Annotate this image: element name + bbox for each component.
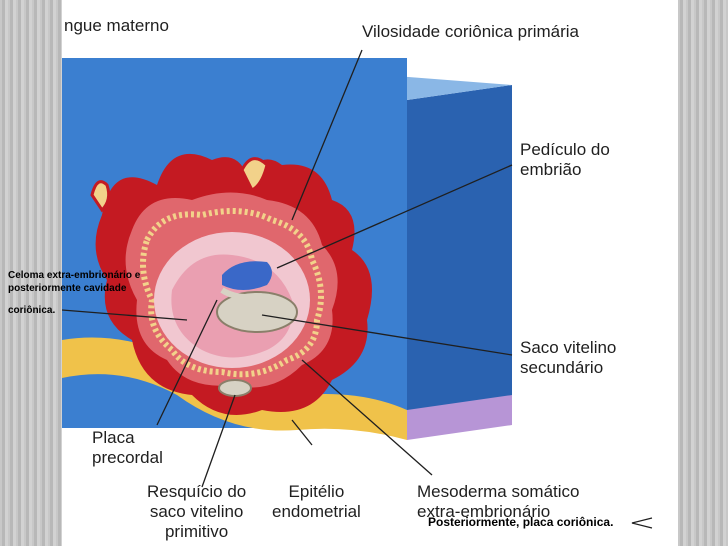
annotation-coelom-line-3: coriônica. xyxy=(8,305,56,316)
label-body-stalk: Pedículo do embrião xyxy=(520,140,610,179)
label-endometrial-epithelium: Epitélio endometrial xyxy=(272,482,361,521)
label-primitive-yolk-remnant: Resquício do saco vitelino primitivo xyxy=(147,482,247,541)
primitive-yolk-remnant xyxy=(218,379,252,397)
embryonic-disc xyxy=(222,261,272,290)
epithelium-side xyxy=(407,395,512,440)
annotation-chorionic-plate: Posteriormente, placa coriônica. xyxy=(428,515,614,529)
villus-top xyxy=(240,157,269,193)
label-maternal-blood: ngue materno xyxy=(64,16,169,35)
trophoblast-cell-layer xyxy=(140,208,324,378)
left-border-decoration xyxy=(0,0,62,546)
right-border-decoration xyxy=(678,0,728,546)
villus-left xyxy=(90,180,111,213)
endometrium-side-face xyxy=(407,85,512,430)
embryo-implantation-diagram: ngue materno Vilosidade coriônica primár… xyxy=(61,0,678,546)
annotation-coelom-line-1: Celoma extra-embrionário e xyxy=(8,270,141,281)
amnion xyxy=(220,287,263,301)
label-prechordal-plate: Placa precordal xyxy=(92,428,163,467)
secondary-yolk-sac xyxy=(216,291,298,333)
label-somatic-mesoderm: Mesoderma somático extra-embrionário xyxy=(417,482,580,521)
diagram-illustration xyxy=(61,49,653,529)
leader-lines xyxy=(61,49,653,529)
annotation-coelom-line-2: posteriormente cavidade xyxy=(8,283,127,294)
label-primary-villus: Vilosidade coriônica primária xyxy=(362,22,580,41)
label-secondary-yolk-sac: Saco vitelino secundário xyxy=(520,338,617,377)
